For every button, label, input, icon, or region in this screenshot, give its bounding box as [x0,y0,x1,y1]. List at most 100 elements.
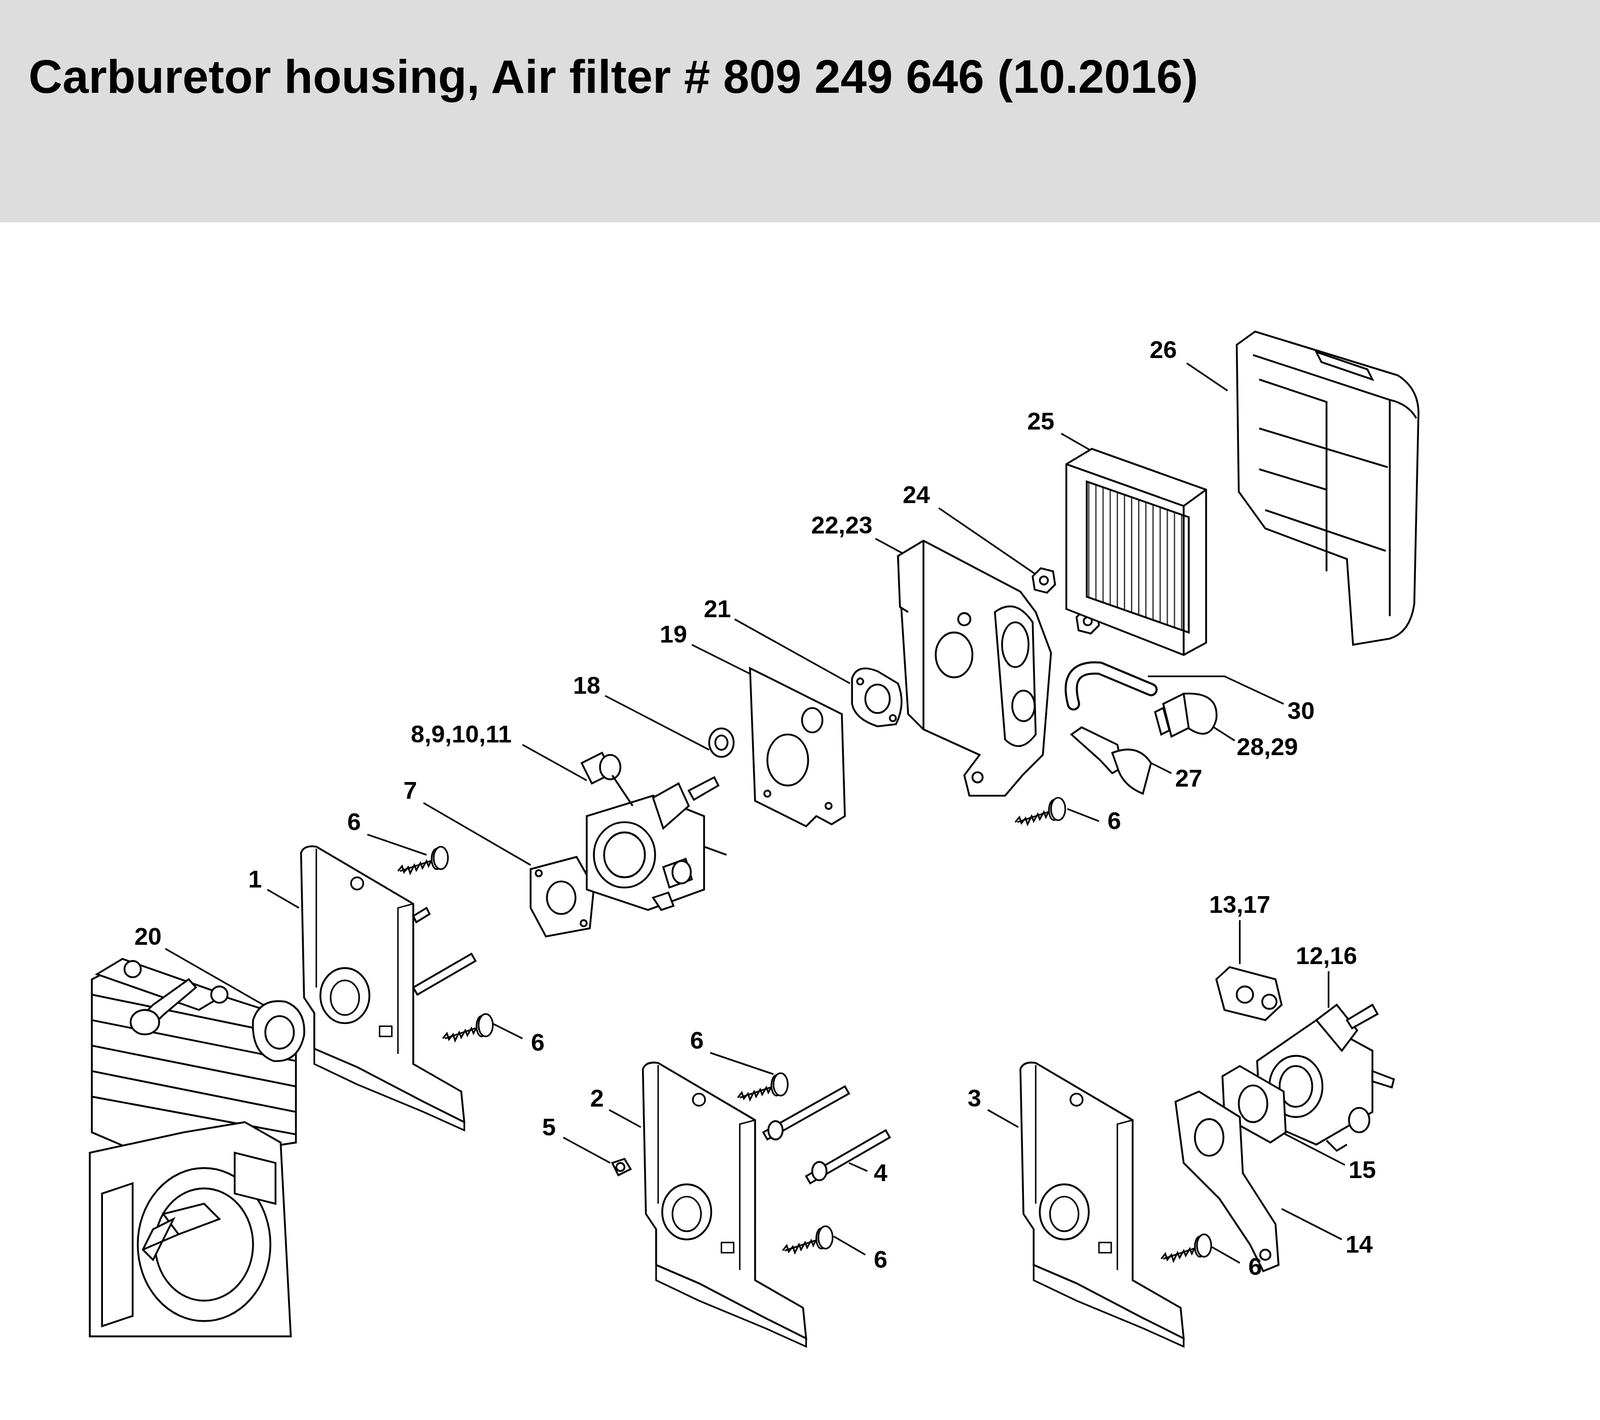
primer-bulb [1155,693,1217,737]
adapter-block [1262,994,1277,1009]
callout-number: 12,16 [1295,943,1358,969]
leader-lines [1327,971,1330,1008]
callout-number: 15 [1348,1157,1376,1183]
carburetor-housing [994,606,1036,747]
leader-lines [522,744,587,780]
carburetor-gasket [530,857,594,937]
carburetor-gasket [580,919,587,927]
spacer-sleeve [708,728,734,757]
carburetor-gasket [546,881,576,914]
callout-number: 6 [530,1030,545,1055]
intake-sleeve [253,1001,305,1061]
callout-number: 6 [873,1247,888,1272]
leader-lines [833,1236,866,1255]
studs-and-bolts [413,907,430,922]
callout-number: 22,23 [811,513,873,538]
heat-shield [301,846,465,1131]
callout-number: 6 [347,809,362,835]
air-filter [1066,448,1207,655]
leader-lines [1281,1209,1342,1240]
callout-number: 18 [573,673,601,698]
leader-lines [691,644,754,675]
fuel-hose [1071,667,1151,704]
studs-and-bolts [812,1161,827,1181]
engine [143,1219,179,1260]
engine [130,1009,160,1035]
leader-lines [709,1052,774,1075]
leader-lines [563,1137,611,1163]
carburetor [581,752,727,910]
screws [398,797,1212,1261]
carburetor-gasket [535,870,542,877]
long-gasket [1175,1091,1279,1271]
primer-bulb [1155,707,1170,735]
heat-shield [643,1062,807,1347]
callout-number: 26 [1149,337,1178,363]
engine [89,1122,291,1337]
screws [782,1226,833,1253]
spacer-sleeve [708,728,734,757]
page-title: Carburetor housing, Air filter # 809 249… [28,49,1198,105]
carburetor [672,861,691,884]
carburetor-housing [1002,622,1029,668]
callout-number: 27 [1175,766,1203,791]
callout-number: 5 [542,1115,556,1140]
gasket-plate [825,802,832,809]
gasket-plate [764,790,771,797]
leader-lines [605,695,709,751]
leader-lines [848,1162,868,1171]
heat-shield [1020,1062,1184,1347]
screws [442,1013,493,1041]
gasket-plate [750,668,845,827]
carburetor-alt [1346,1004,1378,1028]
leader-lines [267,889,299,908]
air-filter [1066,464,1207,655]
callout-number: 7 [403,778,417,803]
studs-and-bolts [616,1162,625,1171]
callout-number: 13,17 [1209,892,1271,917]
carburetor-housing [898,540,1052,796]
callout-number: 25 [1026,409,1055,434]
carburetor [603,832,645,878]
filter-cover [1236,331,1419,646]
gasket-plate [767,734,808,786]
studs-and-bolts [768,1121,783,1140]
choke-knob [1071,727,1123,774]
carburetor-housing [1012,690,1035,722]
screws [1161,1234,1212,1261]
choke-knob [1112,749,1151,794]
fuel-hose [1071,667,1151,704]
carburetor [612,775,633,806]
leader-lines [491,1023,523,1039]
studs-and-bolts [413,953,476,995]
filter-cover [1259,379,1389,572]
screws [737,1073,789,1100]
heat-shield [301,846,465,1131]
studs-and-bolts [612,1158,631,1176]
gasket [851,668,902,727]
nuts [1032,567,1055,593]
screws [398,846,449,874]
leader-lines [367,834,427,855]
carburetor-housing [972,772,983,783]
air-filter [1066,448,1207,655]
callout-number: 6 [1248,1254,1262,1279]
gasket [890,715,897,722]
choke-knob [1071,727,1152,794]
carburetor-housing [898,540,924,730]
engine [124,961,141,978]
gasket [857,678,864,685]
carburetor-housing [957,613,971,626]
callout-number: 4 [873,1160,888,1186]
leader-lines [1212,726,1235,741]
intake-sleeve [253,1001,305,1061]
callout-number: 19 [659,622,688,647]
carburetor [599,755,621,780]
spacer-sleeve [715,735,728,750]
heat-shield [643,1062,807,1347]
long-gasket [1175,1091,1279,1271]
gasket [865,684,890,714]
primer-bulb [1183,693,1217,734]
carburetor-alt [1326,1140,1347,1151]
